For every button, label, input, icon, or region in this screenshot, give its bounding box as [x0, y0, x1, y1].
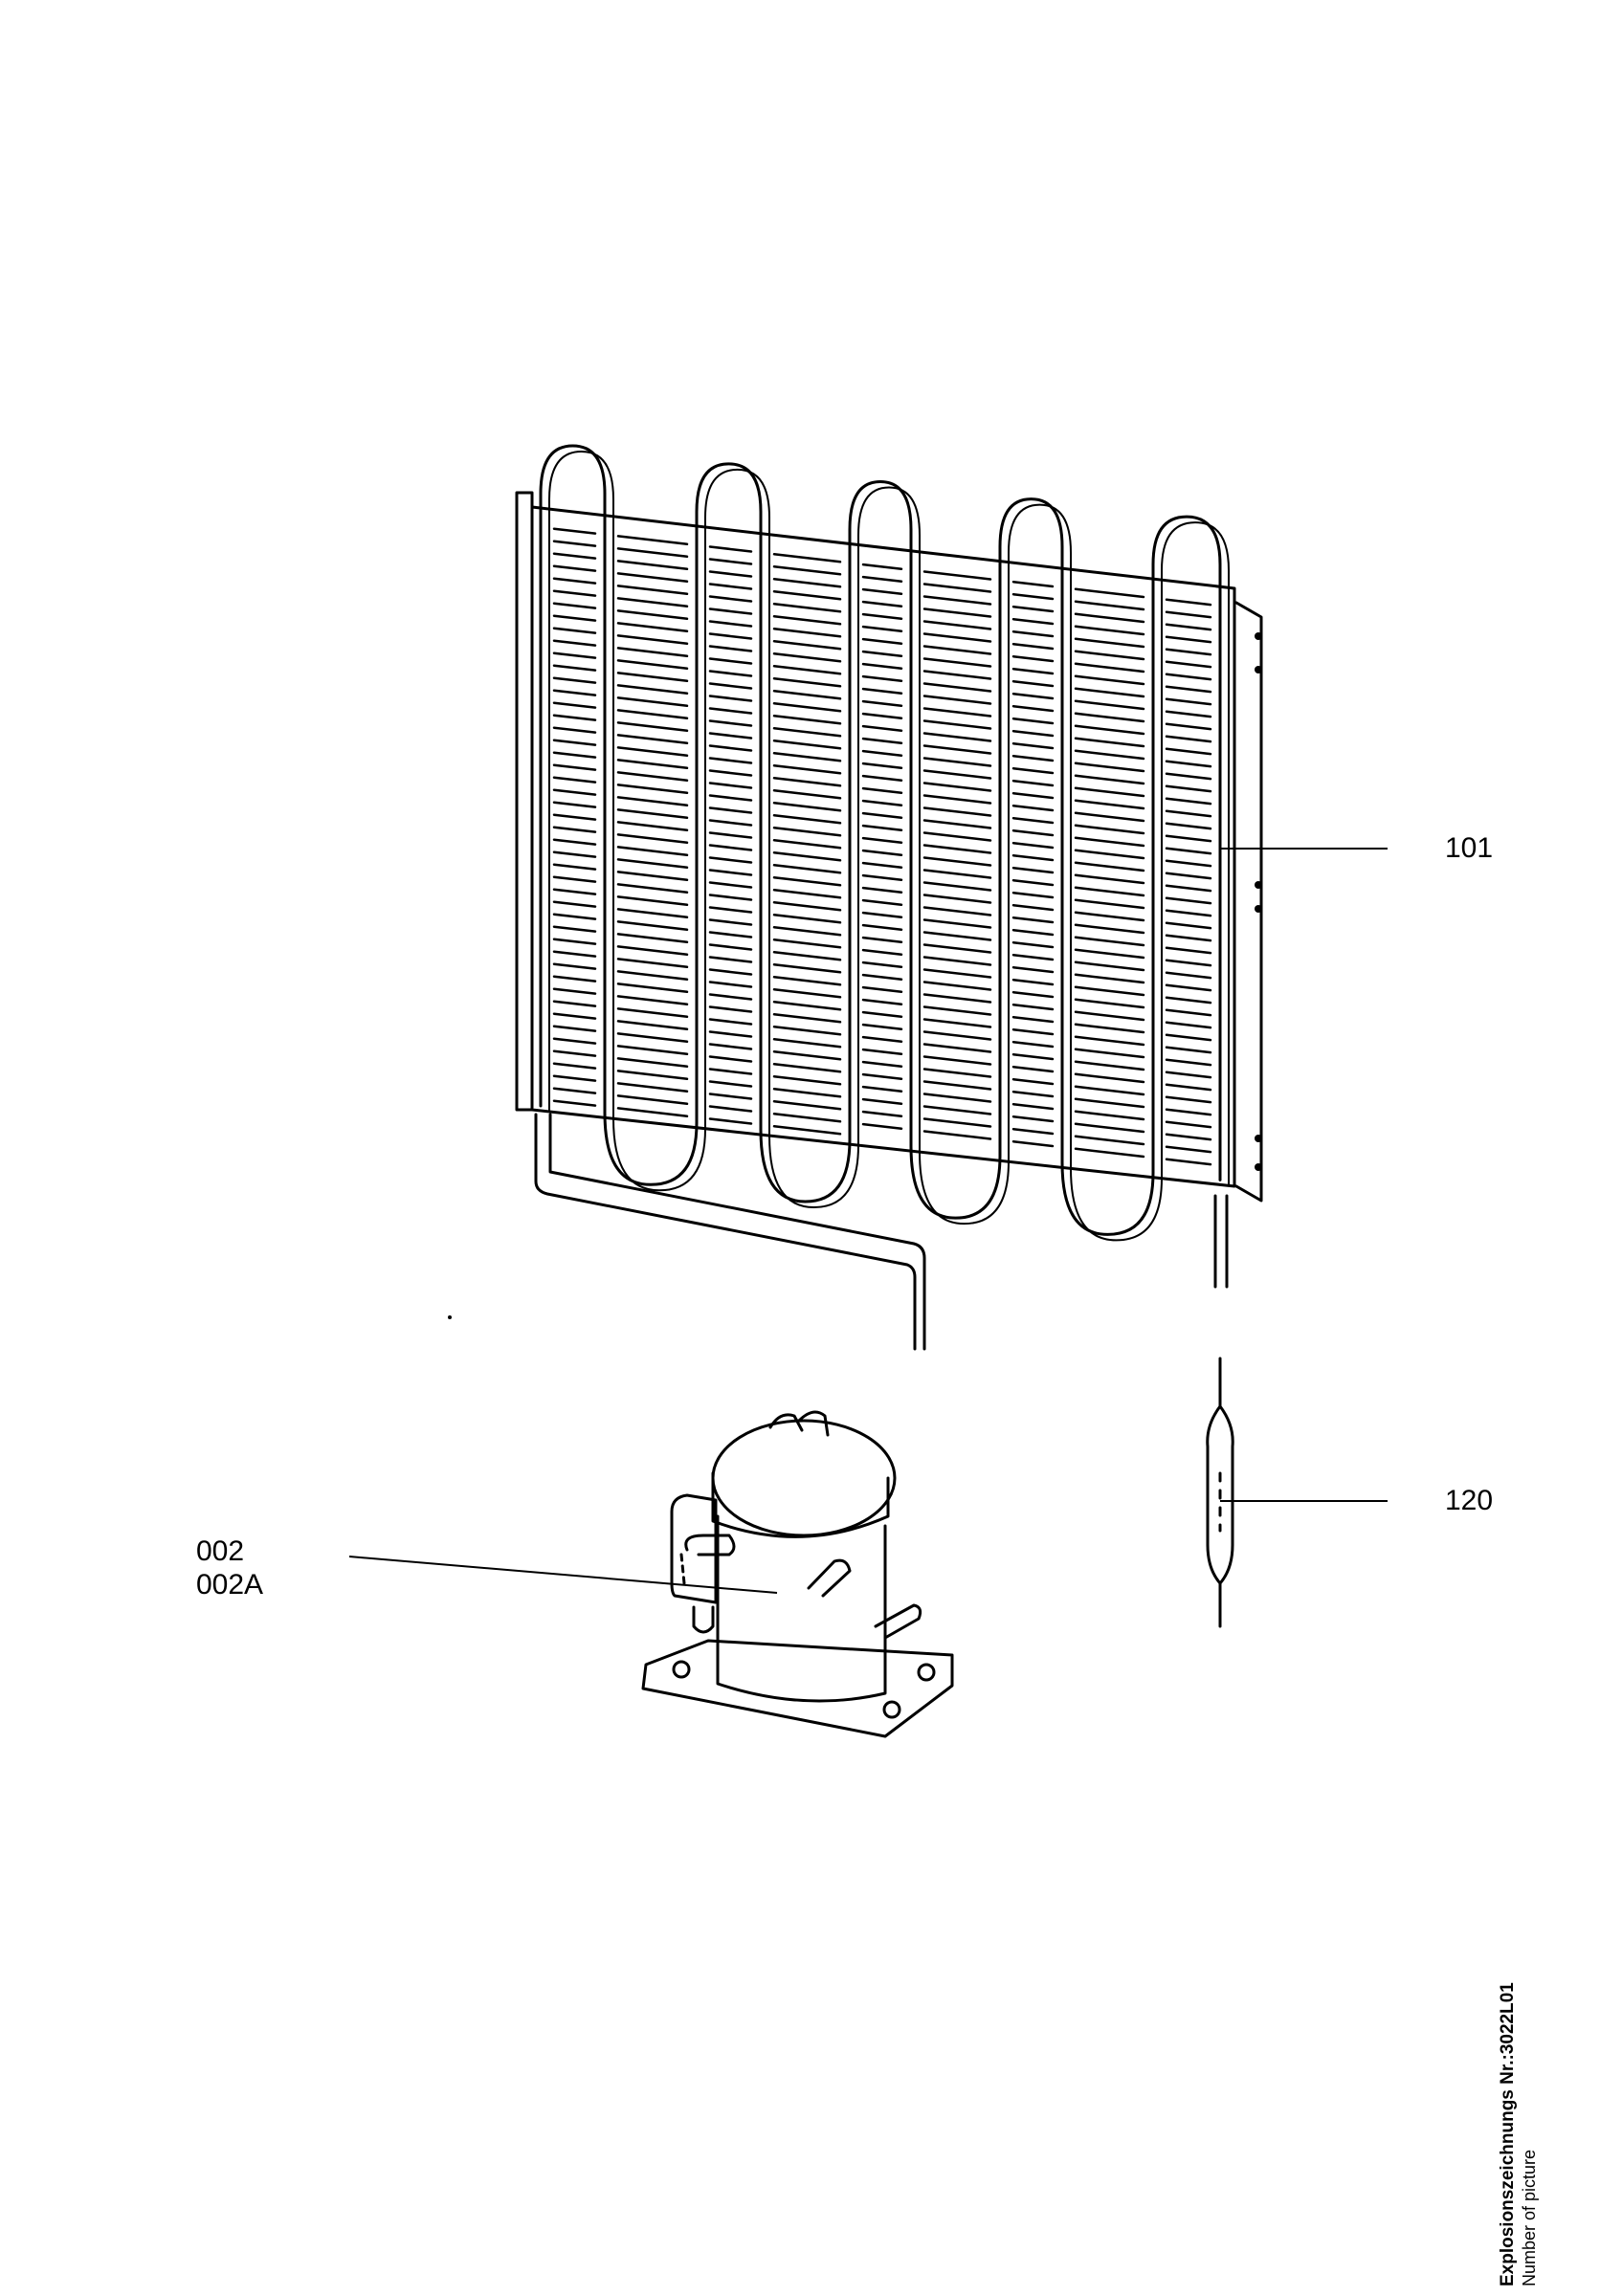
drawing-number-footer: Explosionszeichnungs Nr.:3022L01 Number … [1498, 1789, 1540, 2286]
callout-label-compressor: 002 [196, 1535, 245, 1567]
callout-label-filter-drier: 120 [1445, 1485, 1494, 1516]
compressor-part [641, 1410, 954, 1738]
callout-label-condenser: 101 [1445, 832, 1494, 864]
condenser-serpentine-tube [539, 444, 1230, 1242]
callout-label-compressor-alt: 002A [196, 1569, 264, 1601]
bracket-holes [1255, 632, 1262, 1171]
condenser-part [515, 444, 1263, 1351]
leader-lines [348, 848, 1388, 1594]
condenser-wire-fins [552, 527, 1212, 1166]
drawing-subtitle: Number of picture [1520, 2149, 1539, 2286]
leader-line-002 [348, 1556, 778, 1594]
stray-dot [448, 1315, 452, 1319]
drawing-number: Explosionszeichnungs Nr.:3022L01 [1498, 1982, 1518, 2286]
filter-drier-part [1206, 1357, 1234, 1628]
